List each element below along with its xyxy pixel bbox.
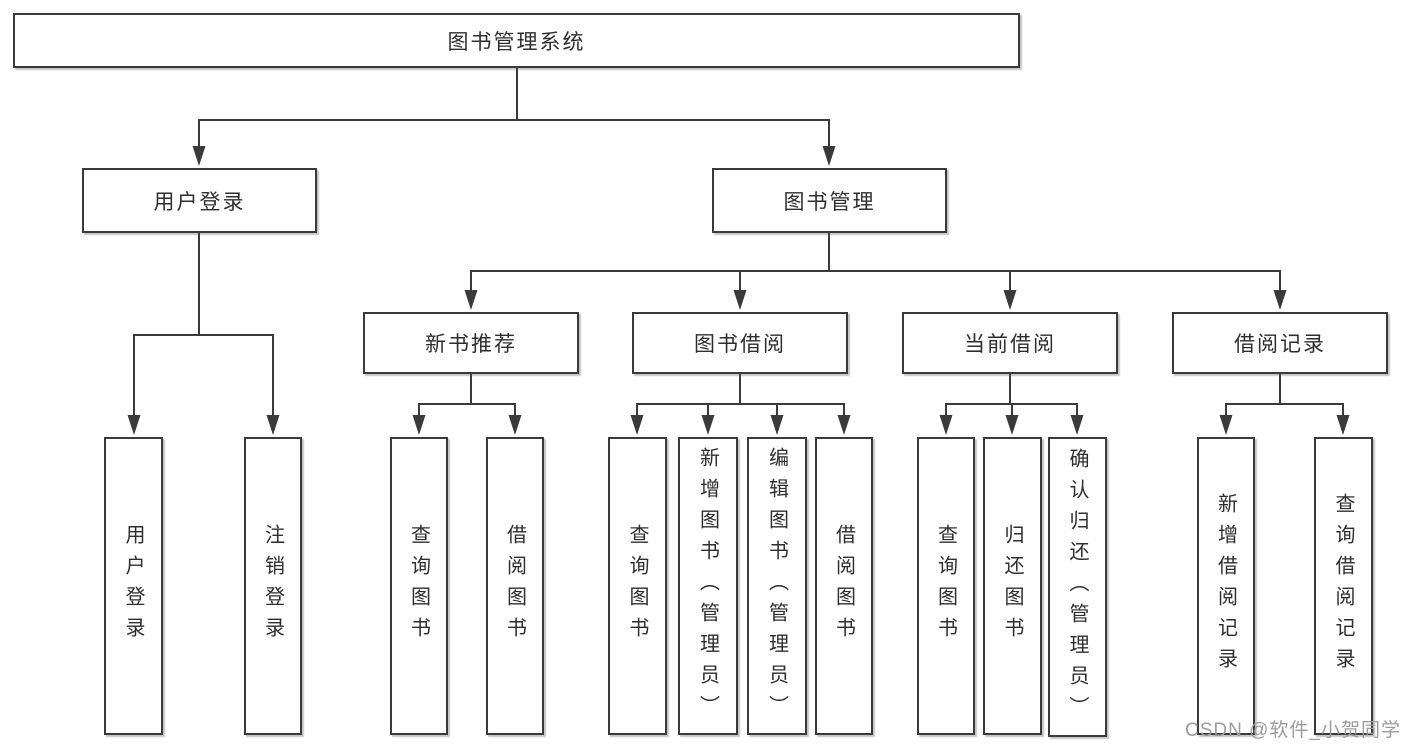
leaf-edit-books-admin: 编辑图书（管理员） bbox=[747, 437, 807, 735]
leaf-add-books-admin: 新增图书（管理员） bbox=[678, 437, 738, 735]
leaf-query-books-1: 查询图书 bbox=[390, 437, 448, 735]
node-user-login-branch: 用户登录 bbox=[82, 168, 317, 233]
node-book-borrowing: 图书借阅 bbox=[632, 312, 848, 374]
node-new-book-recommendation: 新书推荐 bbox=[363, 312, 579, 374]
node-borrowing-records: 借阅记录 bbox=[1172, 312, 1388, 374]
leaf-logout: 注销登录 bbox=[244, 437, 302, 735]
leaf-borrow-books-2: 借阅图书 bbox=[815, 437, 873, 735]
leaf-query-borrow-record: 查询借阅记录 bbox=[1314, 437, 1373, 735]
node-library-management-system: 图书管理系统 bbox=[13, 13, 1020, 68]
leaf-query-books-3: 查询图书 bbox=[917, 437, 975, 735]
leaf-user-login: 用户登录 bbox=[104, 437, 163, 735]
leaf-add-borrow-record: 新增借阅记录 bbox=[1197, 437, 1255, 735]
node-current-borrowing: 当前借阅 bbox=[902, 312, 1118, 374]
leaf-query-books-2: 查询图书 bbox=[608, 437, 667, 735]
leaf-borrow-books-1: 借阅图书 bbox=[486, 437, 544, 735]
leaf-confirm-return-admin: 确认归还（管理员） bbox=[1048, 437, 1107, 737]
node-book-management-branch: 图书管理 bbox=[712, 168, 947, 233]
leaf-return-books: 归还图书 bbox=[983, 437, 1042, 735]
csdn-watermark: CSDN @软件_小贺同学 bbox=[1185, 720, 1401, 741]
